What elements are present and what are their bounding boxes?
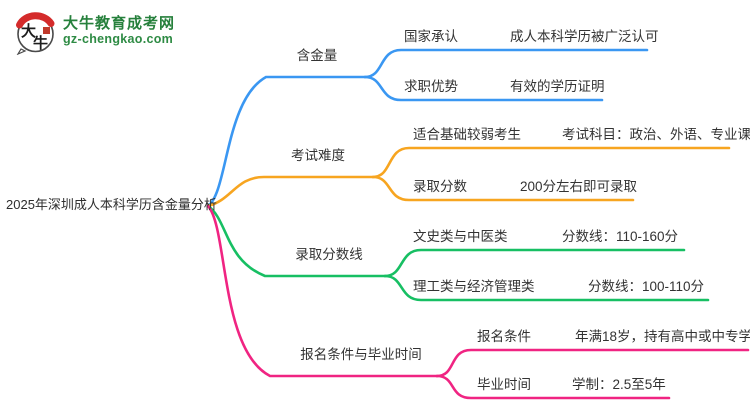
- branch-label-value: 含金量: [296, 48, 338, 63]
- branch-label-enrollment-graduation: 报名条件与毕业时间: [300, 347, 422, 362]
- branch-difficulty-row2-line: [371, 175, 635, 202]
- node-label-weak-foundation: 适合基础较弱考生: [413, 127, 521, 142]
- node-detail-job-advantage: 有效的学历证明: [510, 79, 605, 94]
- branch-label-admission-score-line: 录取分数线: [295, 247, 363, 262]
- node-detail-enrollment-requirements: 年满18岁，持有高中或中专学历: [575, 329, 750, 344]
- node-label-admission-score: 录取分数: [413, 179, 467, 194]
- node-detail-liberal-arts-score: 分数线：110-160分: [562, 229, 679, 244]
- branch-difficulty-trunk-line: [206, 175, 375, 208]
- branch-scoreline-row2-line: [383, 274, 710, 302]
- node-label-enrollment-requirements: 报名条件: [477, 329, 531, 344]
- node-label-science-economics: 理工类与经济管理类: [413, 279, 535, 294]
- branch-scoreline-trunk-line: [206, 204, 387, 278]
- branch-enrollment-trunk-line: [206, 204, 439, 378]
- svg-text:牛: 牛: [33, 34, 48, 52]
- node-label-graduation-time: 毕业时间: [477, 377, 531, 392]
- branch-enrollment-row1-line: [435, 348, 750, 378]
- site-name: 大牛教育成考网: [63, 15, 176, 32]
- node-detail-state-recognized: 成人本科学历被广泛认可: [510, 29, 659, 44]
- root-topic: 2025年深圳成人本科学历含金量分析: [6, 197, 217, 212]
- site-logo[interactable]: 大 牛 大牛教育成考网 gz-chengkao.com: [14, 9, 175, 55]
- branch-enrollment-row2-line: [435, 374, 671, 400]
- node-detail-science-economics-score: 分数线：100-110分: [588, 279, 705, 294]
- branch-value-row1-line: [363, 48, 649, 79]
- branch-label-exam-difficulty: 考试难度: [291, 148, 345, 163]
- branch-difficulty-row1-line: [371, 146, 731, 179]
- node-detail-graduation-time: 学制：2.5至5年: [572, 377, 666, 392]
- site-domain: gz-chengkao.com: [63, 32, 174, 46]
- node-label-state-recognized: 国家承认: [404, 29, 458, 44]
- node-detail-admission-score: 200分左右即可录取: [520, 179, 638, 194]
- branch-scoreline-row1-line: [383, 248, 686, 278]
- daniu-logo-icon: 大 牛: [16, 12, 55, 55]
- node-detail-exam-subjects: 考试科目：政治、外语、专业课: [562, 127, 750, 142]
- node-label-liberal-arts: 文史类与中医类: [413, 229, 508, 244]
- node-label-job-advantage: 求职优势: [404, 79, 458, 94]
- branch-value-trunk-line: [206, 75, 367, 208]
- branch-value-row2-line: [363, 75, 604, 102]
- svg-text:大: 大: [21, 22, 36, 40]
